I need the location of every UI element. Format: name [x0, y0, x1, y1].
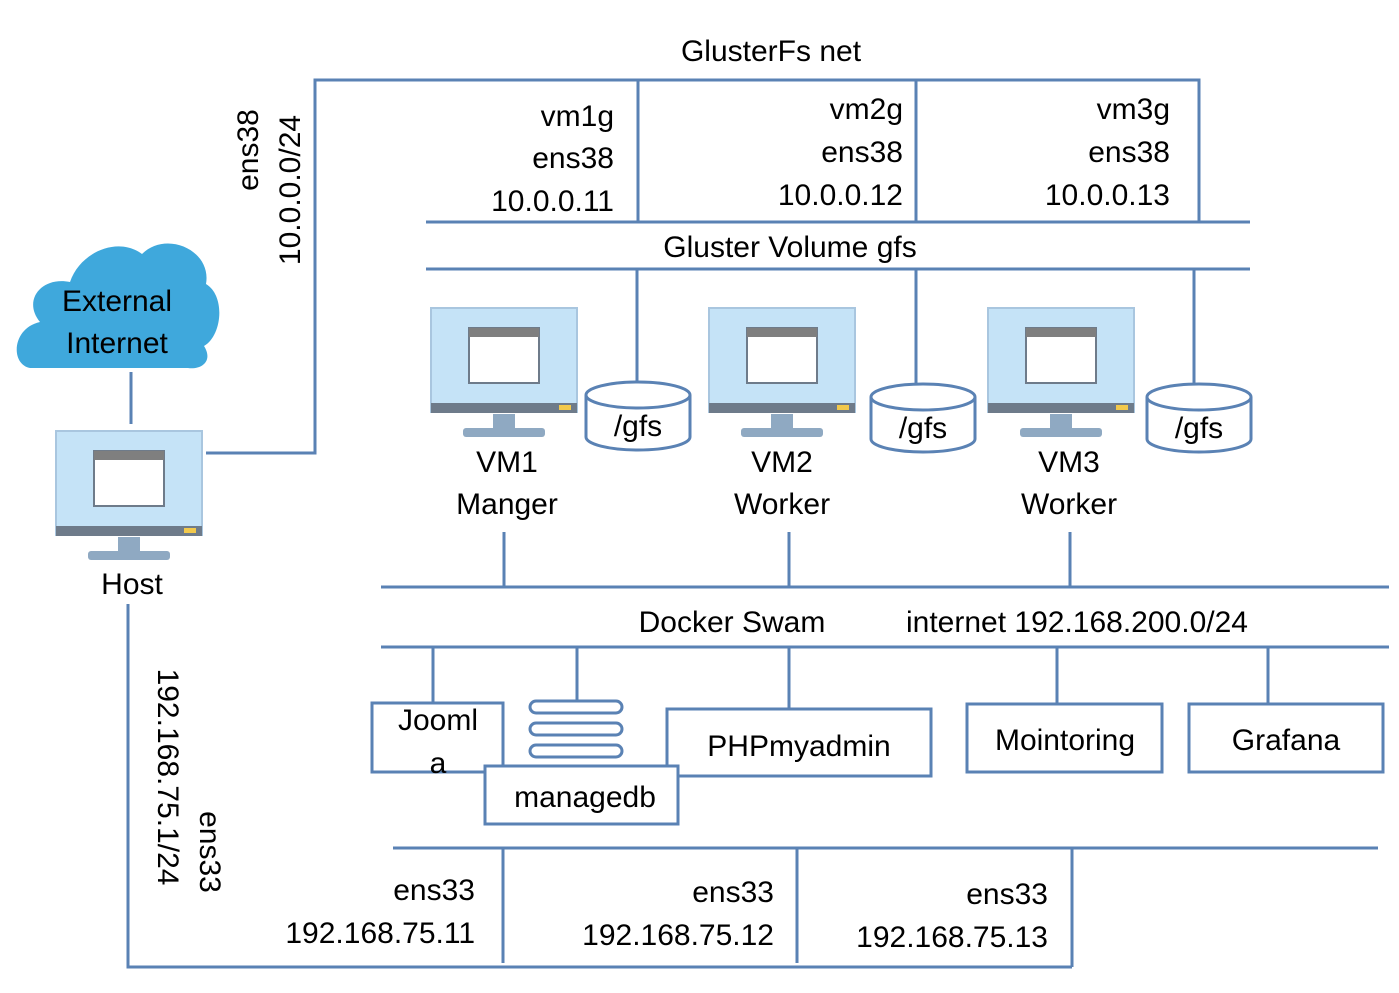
vm2-name: VM2: [751, 446, 813, 479]
vm1-role: Manger: [456, 488, 558, 521]
vm3-name: VM3: [1038, 446, 1100, 479]
gluster-node-1-iface: ens38: [532, 142, 614, 175]
host-label: Host: [101, 568, 163, 601]
database-stack-icon: [528, 699, 624, 759]
glusterfs-net-link: [206, 78, 1201, 455]
host-monitor-icon: [55, 430, 203, 561]
gluster-node-3-iface: ens38: [1088, 136, 1170, 169]
swarm-label: Docker Swam: [639, 606, 826, 639]
gluster-volume-label: Gluster Volume gfs: [663, 231, 916, 264]
host-net-link: [126, 604, 1072, 969]
swarm-network-label: internet 192.168.200.0/24: [906, 606, 1248, 639]
ens33-node-1-ip: 192.168.75.11: [285, 917, 475, 950]
vm3-role: Worker: [1021, 488, 1117, 521]
cloud-label-line2: Internet: [66, 327, 168, 360]
ens33-node-2-iface: ens33: [692, 876, 774, 909]
grafana-service-box: [1187, 702, 1385, 774]
ens33-node-3-iface: ens33: [966, 878, 1048, 911]
monitoring-label: Mointoring: [995, 724, 1135, 757]
ens33-node-2-ip: 192.168.75.12: [582, 919, 774, 952]
glusterfs-net-subnet: 10.0.0.0/24: [274, 115, 307, 265]
gluster-node-3-ip: 10.0.0.13: [1045, 179, 1170, 212]
joomla-label-line2: a: [430, 747, 447, 780]
vm2-mount-label: /gfs: [899, 412, 947, 445]
managedb-label: managedb: [514, 781, 656, 814]
gluster-node-1-name: vm1g: [541, 100, 614, 133]
vm1-name: VM1: [476, 446, 538, 479]
ens33-node-3-ip: 192.168.75.13: [856, 921, 1048, 954]
cloud-label-line1: External: [62, 285, 172, 318]
phpmyadmin-service-box: [665, 707, 933, 778]
gluster-node-2-iface: ens38: [821, 136, 903, 169]
phpmyadmin-label: PHPmyadmin: [707, 730, 890, 763]
vm1-mount-label: /gfs: [614, 410, 662, 443]
joomla-label-line1: Jooml: [398, 704, 478, 737]
gluster-node-2-ip: 10.0.0.12: [778, 179, 903, 212]
vm2-monitor-icon: [708, 307, 856, 438]
external-internet-cloud-icon: [16, 243, 220, 369]
managedb-service-box: [483, 764, 680, 826]
gluster-node-3-name: vm3g: [1097, 93, 1170, 126]
ens33-node-1-iface: ens33: [393, 874, 475, 907]
vm3-monitor-icon: [987, 307, 1135, 438]
vm1-monitor-icon: [430, 307, 578, 438]
glusterfs-net-title: GlusterFs net: [681, 35, 862, 68]
vm3-mount-label: /gfs: [1175, 412, 1223, 445]
gluster-node-1-ip: 10.0.0.11: [491, 185, 614, 218]
grafana-label: Grafana: [1232, 724, 1341, 757]
host-net-iface: ens33: [193, 811, 226, 893]
joomla-service-box: [370, 701, 505, 774]
gluster-node-2-name: vm2g: [830, 93, 903, 126]
monitoring-service-box: [965, 702, 1164, 774]
vm2-role: Worker: [734, 488, 830, 521]
glusterfs-net-iface: ens38: [232, 109, 265, 191]
host-net-subnet: 192.168.75.1/24: [151, 669, 184, 886]
